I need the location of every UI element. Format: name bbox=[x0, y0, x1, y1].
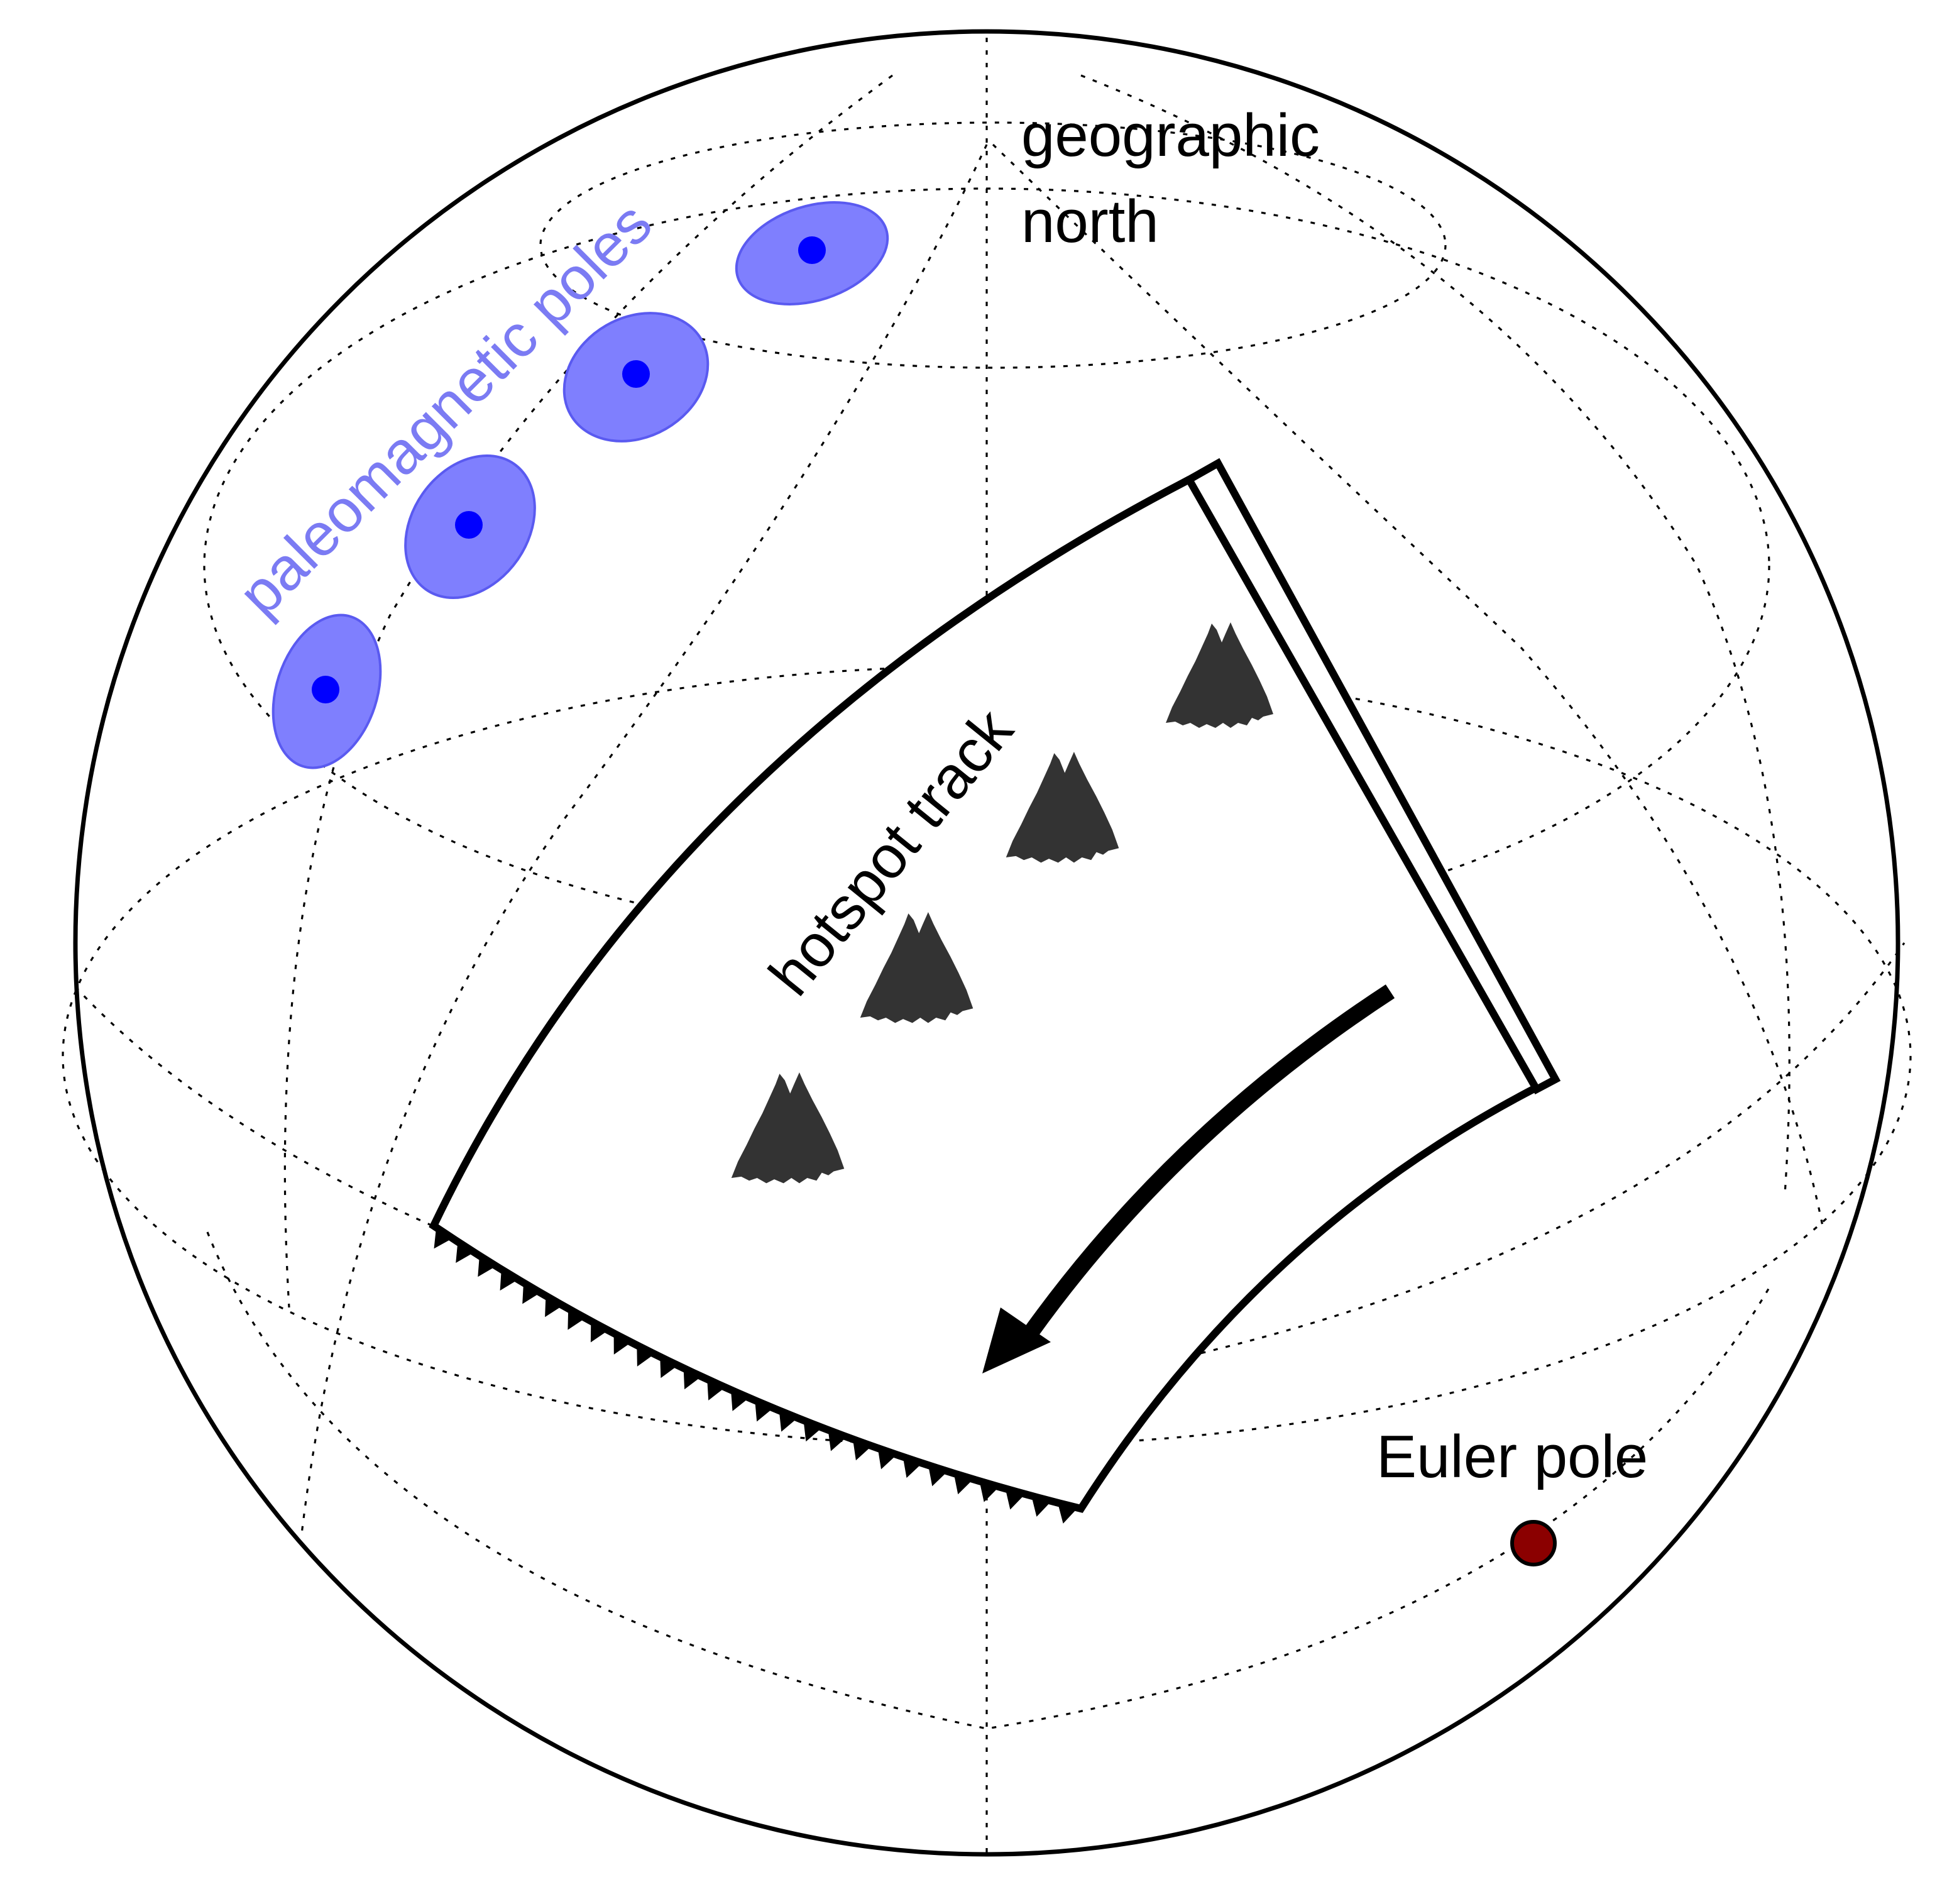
meridian-far-east bbox=[1080, 74, 1791, 1195]
arrow-head bbox=[982, 1307, 1051, 1373]
motion-arrow bbox=[982, 984, 1395, 1373]
paleomagnetic-pole-1 bbox=[735, 201, 889, 305]
euler-pole-marker bbox=[1510, 1520, 1557, 1566]
paleomagnetic-pole-4 bbox=[271, 614, 382, 769]
subduction-trench-teeth bbox=[434, 1227, 1078, 1524]
graticule bbox=[62, 38, 1912, 1861]
globe-outline bbox=[73, 29, 1900, 1857]
paleomagnetic-pole-3 bbox=[404, 454, 536, 600]
spreading-ridge bbox=[1183, 458, 1561, 1095]
paleomagnetic-poles bbox=[271, 201, 889, 769]
pole-dot bbox=[312, 676, 339, 703]
meridian-west bbox=[300, 144, 988, 1534]
pole-dot bbox=[455, 511, 483, 539]
paleomagnetic-pole-2 bbox=[562, 312, 710, 443]
latitude-circle-low bbox=[62, 665, 1912, 1447]
latitude-circle-equator bbox=[74, 942, 1906, 1397]
pole-dot bbox=[622, 360, 650, 388]
arrow-shaft bbox=[1024, 984, 1395, 1338]
meridian-far-west bbox=[283, 74, 893, 1308]
meridian-east bbox=[992, 143, 1824, 1226]
latitude-circle-high bbox=[539, 121, 1447, 369]
euler-pole-label: Euler pole bbox=[1376, 1423, 1648, 1490]
tectonic-plate bbox=[429, 458, 1561, 1524]
geographic-north-label-line1: geographic bbox=[1021, 102, 1320, 169]
pole-dot bbox=[798, 236, 826, 264]
geographic-north-label-line2: north bbox=[1021, 188, 1159, 255]
latitude-circle-mid bbox=[203, 187, 1770, 944]
